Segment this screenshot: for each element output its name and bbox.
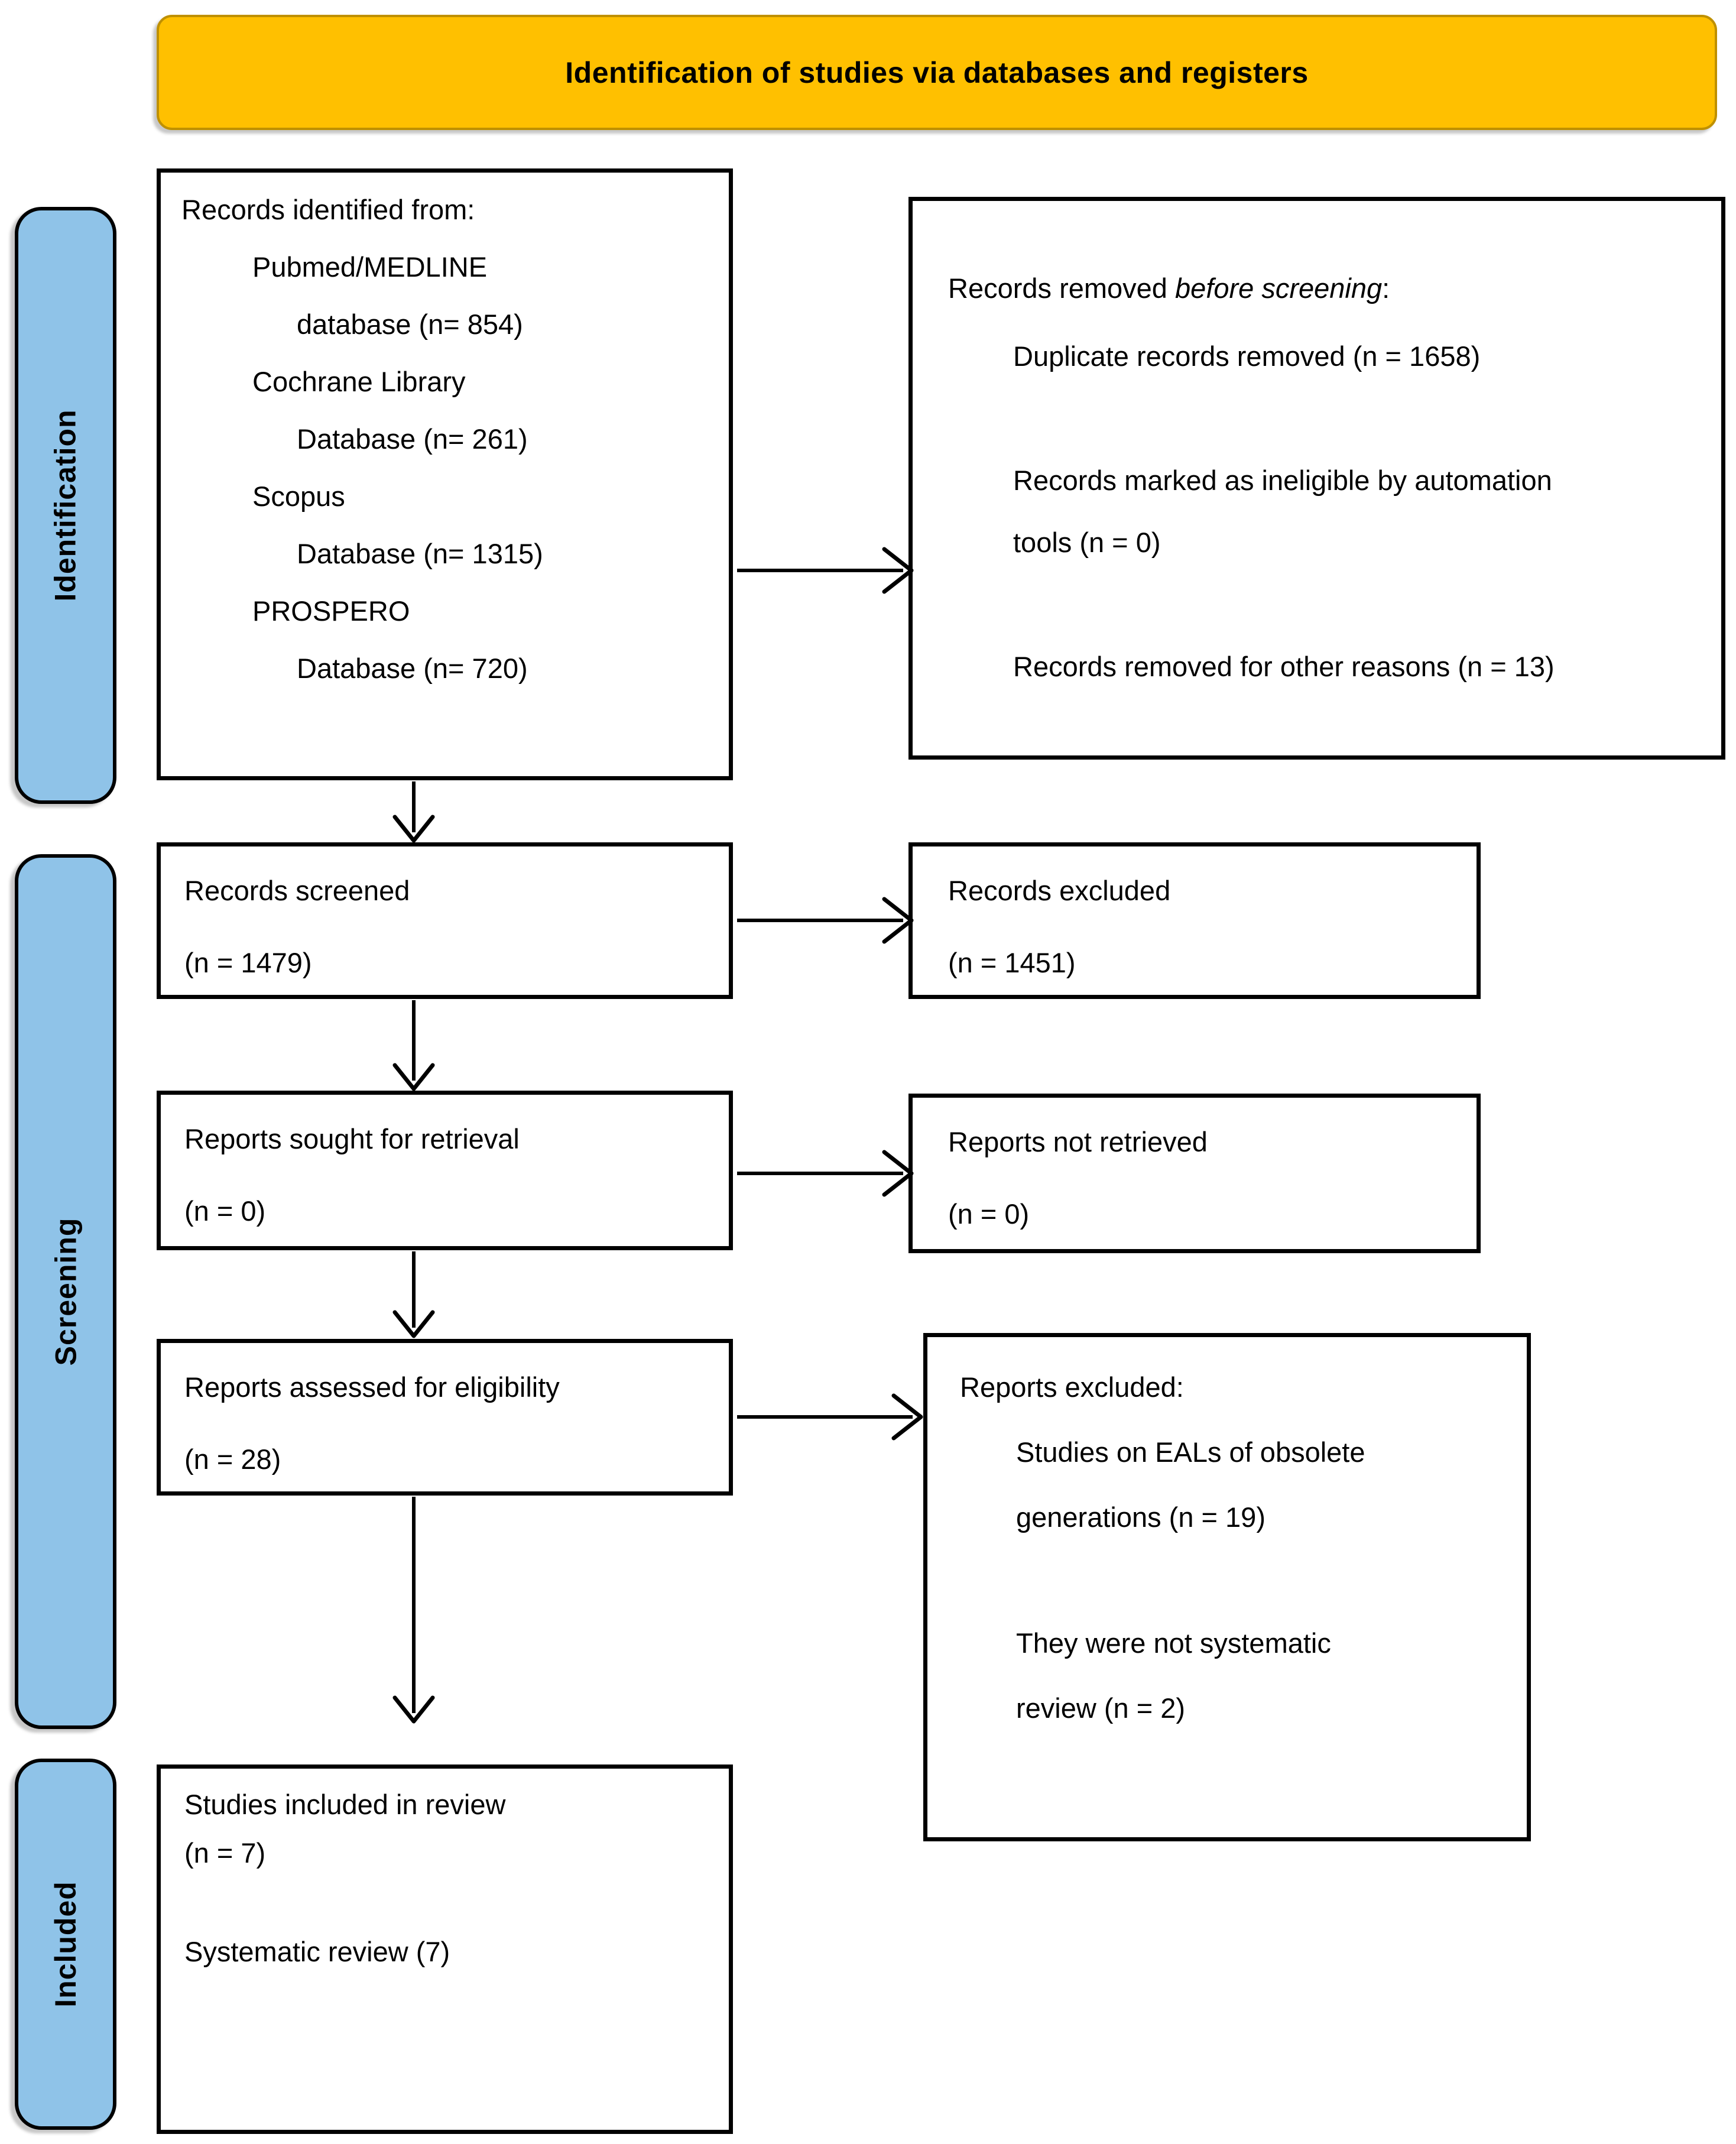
records-removed-heading-part1: Records removed — [948, 273, 1175, 304]
removed-automation-l2: tools (n = 0) — [1013, 527, 1161, 558]
source-prospero: PROSPERO — [252, 595, 410, 627]
arrow-sought-to-not-retrieved — [737, 1150, 914, 1197]
stage-label-screening: Screening — [49, 1217, 82, 1366]
records-screened-label: Records screened — [184, 875, 410, 906]
arrow-identified-to-removed — [737, 547, 914, 594]
studies-included-label: Studies included in review — [184, 1789, 506, 1820]
stage-label-identification: Identification — [49, 409, 83, 602]
box-records-identified: Records identified from: Pubmed/MEDLINE … — [157, 168, 733, 780]
excluded-obsolete-l2: generations (n = 19) — [1016, 1501, 1266, 1533]
arrow-assessed-to-reports-excluded — [737, 1393, 923, 1441]
reports-sought-label: Reports sought for retrieval — [184, 1123, 520, 1154]
excluded-not-systematic-l1: They were not systematic — [1016, 1627, 1331, 1659]
excluded-obsolete-l1: Studies on EALs of obsolete — [1016, 1436, 1365, 1468]
box-reports-assessed: Reports assessed for eligibility (n = 28… — [157, 1339, 733, 1496]
reports-not-retrieved-count: (n = 0) — [948, 1198, 1030, 1230]
box-records-excluded: Records excluded (n = 1451) — [908, 842, 1481, 999]
box-records-screened: Records screened (n = 1479) — [157, 842, 733, 999]
records-excluded-label: Records excluded — [948, 875, 1171, 906]
source-pubmed-count: database (n= 854) — [297, 309, 523, 340]
records-removed-heading: Records removed before screening: — [948, 257, 1709, 319]
removed-duplicates: Duplicate records removed (n = 1658) — [1013, 340, 1481, 372]
box-reports-not-retrieved: Reports not retrieved (n = 0) — [908, 1094, 1481, 1253]
excluded-not-systematic-l2: review (n = 2) — [1016, 1692, 1186, 1724]
sidebar-stage-identification: Identification — [15, 207, 116, 804]
studies-included-count: (n = 7) — [184, 1837, 266, 1869]
arrow-screened-to-sought — [392, 1000, 435, 1091]
stage-label-included: Included — [49, 1881, 83, 2007]
records-identified-heading: Records identified from: — [181, 194, 475, 225]
source-prospero-count: Database (n= 720) — [297, 653, 528, 684]
source-cochrane: Cochrane Library — [252, 366, 466, 397]
sidebar-stage-included: Included — [15, 1759, 116, 2130]
box-reports-sought: Reports sought for retrieval (n = 0) — [157, 1091, 733, 1250]
banner: Identification of studies via databases … — [157, 15, 1717, 130]
removed-other-reasons: Records removed for other reasons (n = 1… — [1013, 651, 1555, 682]
records-screened-count: (n = 1479) — [184, 947, 312, 978]
records-removed-heading-italic: before screening — [1175, 273, 1383, 304]
reports-excluded-heading: Reports excluded: — [960, 1371, 1184, 1403]
records-removed-heading-part2: : — [1382, 273, 1390, 304]
source-pubmed: Pubmed/MEDLINE — [252, 251, 488, 283]
source-scopus-count: Database (n= 1315) — [297, 538, 543, 569]
reports-assessed-count: (n = 28) — [184, 1444, 281, 1475]
records-excluded-count: (n = 1451) — [948, 947, 1076, 978]
box-studies-included: Studies included in review (n = 7) Syste… — [157, 1764, 733, 2134]
arrow-assessed-to-included — [392, 1497, 435, 1724]
source-scopus: Scopus — [252, 481, 345, 512]
systematic-review-count: Systematic review (7) — [184, 1936, 450, 1967]
arrow-screened-to-excluded — [737, 897, 914, 944]
arrow-sought-to-assessed — [392, 1251, 435, 1338]
removed-automation-l1: Records marked as ineligible by automati… — [1013, 465, 1552, 496]
reports-sought-count: (n = 0) — [184, 1195, 266, 1227]
box-reports-excluded: Reports excluded: Studies on EALs of obs… — [923, 1333, 1531, 1841]
arrow-identified-to-screened — [392, 781, 435, 843]
box-records-removed: Records removed before screening: Duplic… — [908, 197, 1725, 760]
sidebar-stage-screening: Screening — [15, 854, 116, 1729]
banner-title: Identification of studies via databases … — [565, 56, 1309, 89]
reports-assessed-label: Reports assessed for eligibility — [184, 1371, 560, 1403]
source-cochrane-count: Database (n= 261) — [297, 423, 528, 455]
reports-not-retrieved-label: Reports not retrieved — [948, 1126, 1208, 1157]
